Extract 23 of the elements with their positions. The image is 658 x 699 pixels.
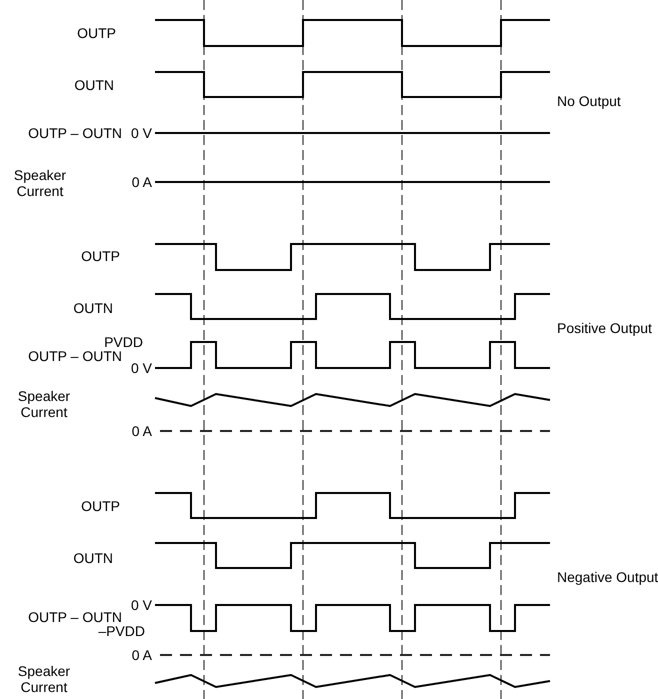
level-label: 0 V [130, 360, 152, 376]
signal-name: OUTP [81, 248, 120, 264]
level-label: 0 V [130, 125, 152, 141]
level-label: 0 A [132, 174, 152, 190]
level-label: 0 V [130, 597, 152, 613]
section-title: No Output [557, 93, 621, 109]
signal-name: Speaker Current [16, 388, 72, 420]
signal-name: OUTN [74, 77, 114, 93]
signal-name: OUTN [73, 300, 113, 316]
signal-name: Speaker Current [12, 167, 68, 199]
section-title: Positive Output [557, 320, 652, 336]
signal-name: Speaker Current [16, 663, 72, 695]
level-label: PVDD [104, 334, 143, 350]
signal-name: OUTP – OUTN [28, 348, 122, 364]
level-label: –PVDD [98, 623, 145, 639]
signal-name: OUTN [73, 550, 113, 566]
signal-name: OUTP – OUTN [28, 125, 122, 141]
level-label: 0 A [132, 647, 152, 663]
signal-name: OUTP [77, 25, 116, 41]
signal-name: OUTP [81, 498, 120, 514]
signal-name: OUTP – OUTN [28, 609, 122, 625]
section-title: Negative Output [557, 569, 658, 585]
level-label: 0 A [132, 423, 152, 439]
